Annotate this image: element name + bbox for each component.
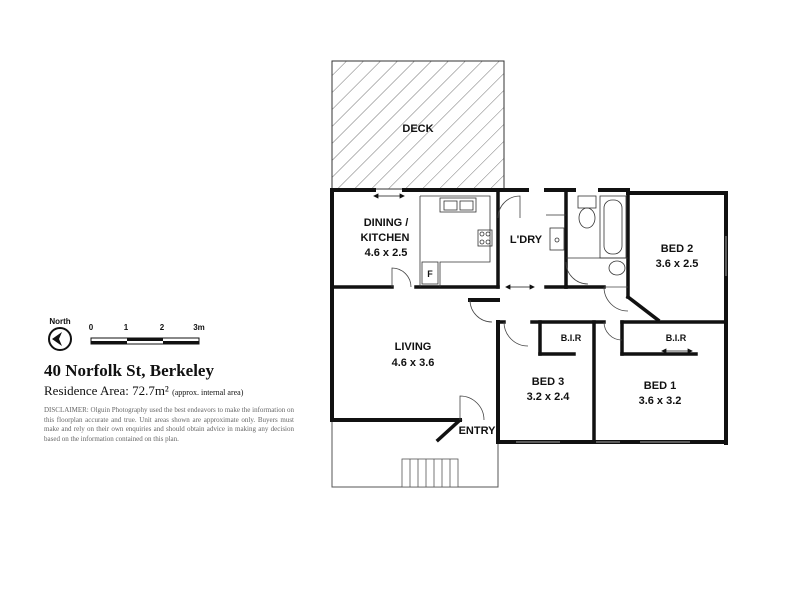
bed2-room: BED 2 3.6 x 2.5 — [656, 243, 699, 270]
kitchen-sink-icon — [439, 197, 477, 213]
residence-area: Residence Area: 72.7m² (approx. internal… — [44, 382, 294, 402]
laundry-room: L'DRY — [510, 234, 543, 246]
bed1-robe-label: B.I.R — [666, 333, 687, 343]
residence-area-value: Residence Area: 72.7m² — [44, 383, 169, 398]
laundry-tub-icon — [549, 227, 565, 251]
dining-kitchen-room: DINING / KITCHEN 4.6 x 2.5 — [361, 217, 410, 259]
scale-tick-0: 0 — [89, 323, 94, 332]
living-dims: 4.6 x 3.6 — [392, 357, 435, 369]
cooktop-icon — [477, 229, 493, 247]
bed1-dims: 3.6 x 3.2 — [639, 395, 682, 407]
bed1-room: B.I.R BED 1 3.6 x 3.2 — [639, 333, 687, 407]
living-room: LIVING 4.6 x 3.6 — [392, 341, 435, 369]
bathroom-fixtures — [566, 195, 628, 276]
scale-bar: 0 1 2 3m — [89, 323, 205, 345]
interior-walls — [330, 188, 728, 444]
deck: DECK — [331, 60, 505, 190]
bed2-dims: 3.6 x 2.5 — [656, 258, 699, 270]
bed2-label: BED 2 — [661, 243, 693, 255]
fridge-space — [421, 261, 439, 285]
bed1-label: BED 1 — [644, 380, 676, 392]
scale-tick-2: 2 — [160, 323, 165, 332]
basin-icon — [608, 260, 626, 276]
north-arrow: North — [48, 317, 72, 351]
porch-steps — [409, 459, 451, 487]
bed3-dims: 3.2 x 2.4 — [527, 391, 571, 403]
dining-kitchen-dims: 4.6 x 2.5 — [365, 247, 408, 259]
property-info: 40 Norfolk St, Berkeley Residence Area: … — [44, 360, 294, 444]
sliding-door-arrows — [373, 193, 693, 354]
bed3-robe-label: B.I.R — [561, 333, 582, 343]
windows — [516, 236, 727, 443]
north-arrow-icon — [48, 327, 72, 351]
north-label: North — [49, 317, 70, 326]
doors — [391, 195, 629, 421]
property-address: 40 Norfolk St, Berkeley — [44, 361, 214, 380]
fridge-label: F — [427, 269, 433, 279]
kitchen-fixtures: F — [419, 195, 493, 287]
entry-area: ENTRY — [459, 425, 497, 437]
toilet-icon — [577, 195, 597, 209]
kitchen-label: KITCHEN — [361, 232, 410, 244]
bed3-room: B.I.R BED 3 3.2 x 2.4 — [527, 333, 582, 403]
dining-label: DINING / — [364, 217, 409, 229]
bed3-label: BED 3 — [532, 376, 564, 388]
laundry-label: L'DRY — [510, 234, 543, 246]
disclaimer: DISCLAIMER: Olguin Photography used the … — [44, 406, 294, 443]
laundry-fixtures — [546, 214, 566, 251]
front-porch — [331, 420, 499, 488]
residence-area-note: (approx. internal area) — [172, 388, 244, 397]
scale-tick-3: 3m — [193, 323, 205, 332]
deck-label: DECK — [402, 123, 433, 135]
scale-tick-1: 1 — [124, 323, 129, 332]
entry-label: ENTRY — [459, 425, 497, 437]
living-label: LIVING — [395, 341, 432, 353]
